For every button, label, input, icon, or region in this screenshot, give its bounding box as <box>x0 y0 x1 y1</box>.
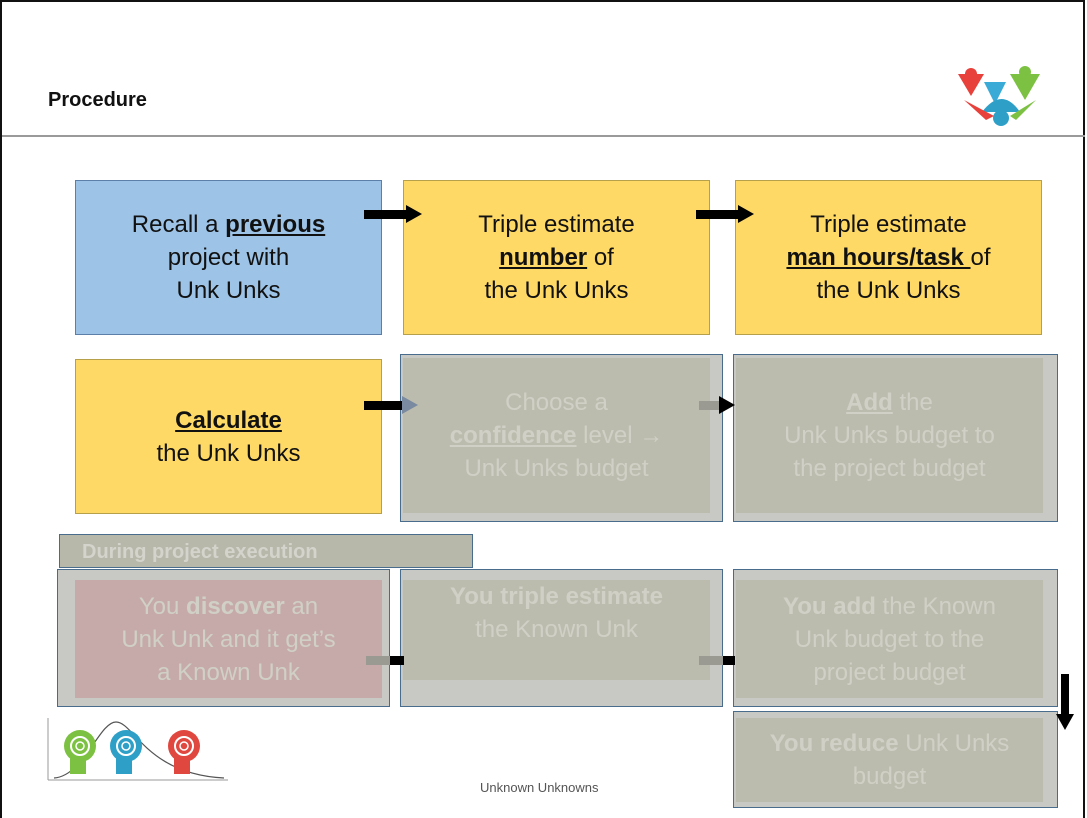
execution-section-label: During project execution <box>59 534 473 568</box>
step-keyword: man hours/task <box>786 244 971 271</box>
company-logo-icon <box>958 66 1040 126</box>
step-discover-unk-unk: You discover an Unk Unk and it get’s a K… <box>75 580 382 698</box>
step-text: level → <box>576 422 664 449</box>
step-keyword: number <box>499 244 588 271</box>
step-text: Triple estimate <box>810 211 967 238</box>
step-keyword: confidence <box>449 422 577 449</box>
step-text: the project budget <box>793 455 986 482</box>
step-text: the Known Unk <box>475 616 638 643</box>
arrow-right-icon <box>364 395 422 415</box>
arrow-right-icon <box>696 204 754 224</box>
step-keyword: discover <box>186 592 285 620</box>
step-text: Unk Unks budget <box>464 455 649 482</box>
step-triple-estimate-number: Triple estimate number of the Unk Unks <box>403 180 710 335</box>
slide-footer: Unknown Unknowns <box>480 780 599 795</box>
arrow-right-icon <box>699 395 739 415</box>
arrow-down-icon <box>1056 674 1074 730</box>
thinking-heads-icon <box>47 718 228 781</box>
step-keyword: Add <box>846 389 893 416</box>
step-text: Unk Unks budget to <box>784 422 995 449</box>
step-add-known-unk-budget: You add the Known Unk budget to the proj… <box>736 580 1043 698</box>
step-keyword: You triple estimate <box>450 583 663 610</box>
title-divider <box>2 135 1085 137</box>
step-text: of <box>587 244 614 271</box>
step-text: the Unk Unks <box>816 277 961 304</box>
step-keyword: You reduce <box>769 730 899 757</box>
step-text: Choose a <box>505 389 608 416</box>
step-text: project budget <box>813 658 966 686</box>
step-text: a Known Unk <box>157 658 300 686</box>
step-text: budget <box>852 763 927 790</box>
slide-title: Procedure <box>48 89 147 111</box>
step-text: Unk Unks <box>898 730 1010 757</box>
step-text: You <box>138 592 187 620</box>
step-triple-estimate-man-hours: Triple estimate man hours/task of the Un… <box>735 180 1042 335</box>
step-text: project with <box>167 244 290 271</box>
step-text: Unk Unk and it get’s <box>121 625 336 653</box>
step-recall-previous-project: Recall a previous project with Unk Unks <box>75 180 382 335</box>
step-text: Recall a <box>131 211 226 238</box>
step-keyword: Calculate <box>175 406 282 434</box>
step-text: the <box>892 389 933 416</box>
arrow-right-icon <box>366 650 418 670</box>
step-text: the Known <box>875 592 996 620</box>
step-text: Triple estimate <box>478 211 635 238</box>
step-choose-confidence: Choose a confidence level → Unk Unks bud… <box>403 358 710 513</box>
step-text: the Unk Unks <box>484 277 629 304</box>
step-text: an <box>284 592 319 620</box>
step-text: Unk budget to the <box>794 625 985 653</box>
step-text: Unk Unks <box>176 277 281 304</box>
step-calculate: Calculate the Unk Unks <box>75 359 382 514</box>
step-triple-estimate-known-unk: You triple estimate the Known Unk <box>403 580 710 680</box>
step-reduce-unk-unks-budget: You reduce Unk Unks budget <box>736 718 1043 802</box>
arrow-right-icon <box>699 650 739 670</box>
step-add-budget: Add the Unk Unks budget to the project b… <box>736 358 1043 513</box>
step-keyword: You add <box>783 592 876 620</box>
arrow-right-icon <box>364 204 422 224</box>
step-keyword: previous <box>225 211 326 238</box>
step-text: of <box>970 244 991 271</box>
step-text: the Unk Unks <box>156 439 301 467</box>
